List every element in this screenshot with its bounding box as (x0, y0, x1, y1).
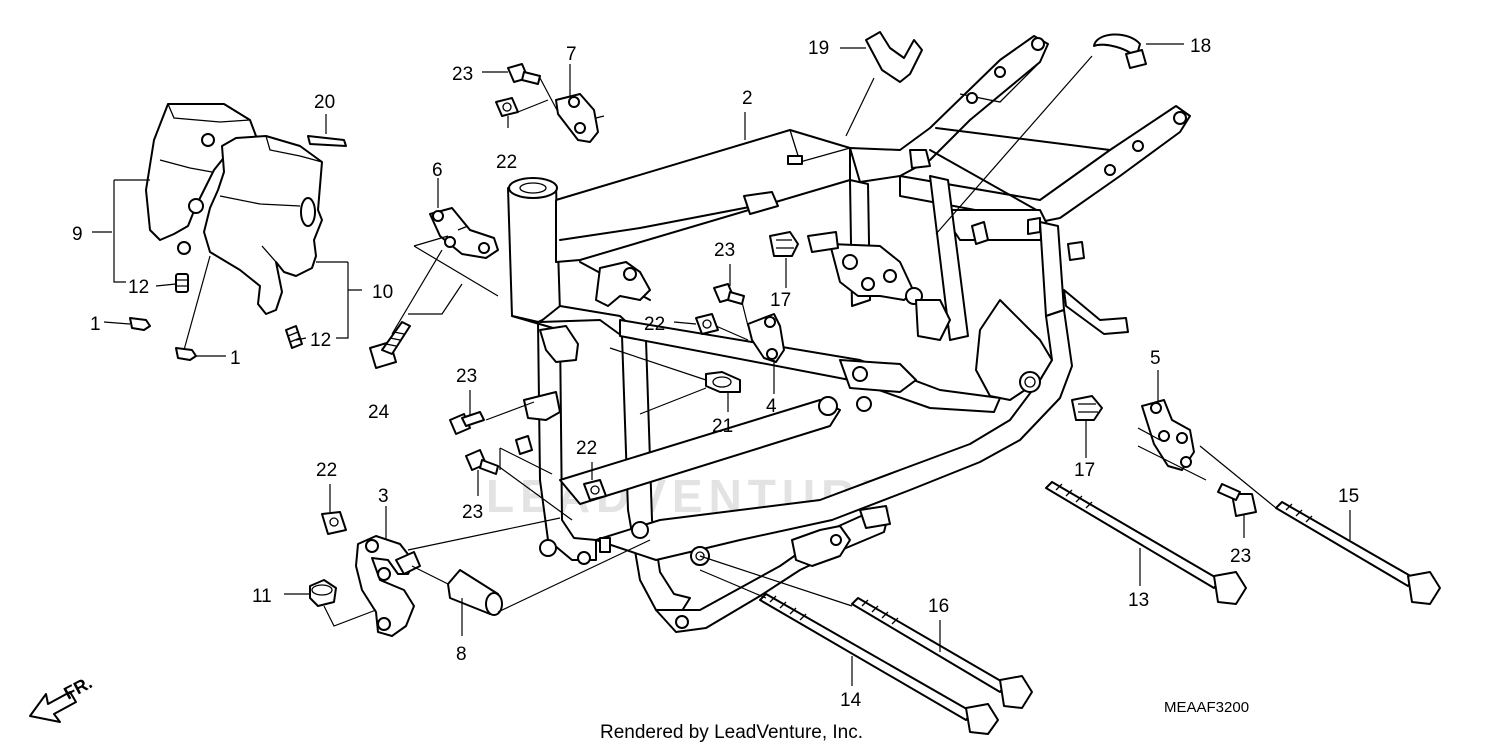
part-12-grommet-upper[interactable] (175, 273, 189, 293)
part-1-clip-lower[interactable] (175, 347, 197, 361)
part-14-bolt[interactable] (759, 593, 999, 735)
part-21-clamp[interactable] (705, 371, 741, 393)
part-22-nut-center[interactable] (695, 313, 719, 335)
diagram-code: MEAAF3200 (1164, 699, 1249, 716)
callout-22-center: 22 (644, 314, 665, 335)
callout-1-lower: 1 (230, 348, 241, 369)
part-13-bolt[interactable] (1045, 481, 1247, 605)
callout-19: 19 (808, 38, 829, 59)
callout-16: 16 (928, 596, 949, 617)
callout-4: 4 (766, 396, 777, 417)
callout-23-right: 23 (1230, 546, 1251, 567)
callout-21: 21 (712, 416, 733, 437)
callout-13: 13 (1128, 590, 1149, 611)
callout-6: 6 (432, 160, 443, 181)
callout-10: 10 (372, 282, 393, 303)
part-11-cap[interactable] (309, 579, 337, 607)
part-22-nut-lower[interactable] (583, 479, 607, 501)
part-23-bolt-lower[interactable] (465, 449, 499, 475)
part-8-collar[interactable] (447, 569, 503, 616)
part-23-bolt-top[interactable] (507, 63, 541, 85)
part-1-clip-left[interactable] (129, 317, 151, 331)
callout-23-lower: 23 (462, 502, 483, 523)
part-12-grommet-lower[interactable] (285, 325, 303, 349)
callout-12-lower: 12 (310, 330, 331, 351)
part-18-band[interactable] (1093, 33, 1147, 69)
callout-11: 11 (252, 586, 272, 607)
callout-8: 8 (456, 644, 467, 665)
callout-17-lower: 17 (1074, 460, 1095, 481)
callout-23-left: 23 (456, 366, 477, 387)
callout-15: 15 (1338, 486, 1359, 507)
part-9-left-side-cover[interactable] (145, 103, 257, 255)
callout-7: 7 (566, 44, 577, 65)
part-24-bolt[interactable] (369, 321, 411, 369)
part-17-grommet-upper[interactable] (769, 231, 799, 257)
callout-3: 3 (378, 486, 389, 507)
part-17-grommet-lower[interactable] (1071, 395, 1103, 421)
callout-24: 24 (368, 402, 390, 423)
part-23-bolt-left[interactable] (449, 411, 485, 435)
callout-22-top: 22 (496, 152, 517, 173)
part-5-bracket[interactable] (1141, 399, 1195, 471)
front-direction-indicator: FR. (29, 672, 95, 723)
callout-23-top: 23 (452, 64, 473, 85)
part-19-band[interactable] (865, 31, 923, 83)
callout-9: 9 (72, 224, 83, 245)
callout-14: 14 (840, 690, 862, 711)
callout-23-center: 23 (714, 240, 735, 261)
part-23-bolt-right[interactable] (1217, 483, 1257, 517)
callout-1-left: 1 (90, 314, 101, 335)
callout-22-lower: 22 (576, 438, 597, 459)
part-3-bracket[interactable] (355, 535, 421, 637)
callout-labels: 2 19 18 7 23 22 20 6 9 12 10 1 12 1 24 2… (72, 36, 1359, 711)
part-7-bracket[interactable] (555, 93, 605, 143)
part-23-bolt-center[interactable] (713, 283, 745, 305)
part-6-bracket[interactable] (429, 207, 499, 259)
front-arrow-icon (29, 691, 77, 723)
part-22-nut-top[interactable] (495, 97, 519, 117)
callout-18: 18 (1190, 36, 1211, 57)
part-15-bolt[interactable] (1275, 501, 1441, 605)
callout-5: 5 (1150, 348, 1161, 369)
callout-17-upper: 17 (770, 290, 791, 311)
callout-2: 2 (742, 88, 753, 109)
part-4-bracket[interactable] (747, 313, 785, 363)
footer-credit: Rendered by LeadVenture, Inc. (600, 722, 863, 743)
main-frame[interactable] (507, 35, 1191, 633)
callout-12-upper: 12 (128, 277, 149, 298)
part-16-bolt[interactable] (851, 597, 1033, 709)
part-10-right-side-cover[interactable] (203, 135, 323, 315)
callout-20: 20 (314, 92, 335, 113)
part-20-grommet[interactable] (307, 135, 347, 147)
callout-22-left: 22 (316, 460, 337, 481)
part-22-nut-left[interactable] (321, 511, 347, 535)
leader-lines (92, 43, 1351, 686)
